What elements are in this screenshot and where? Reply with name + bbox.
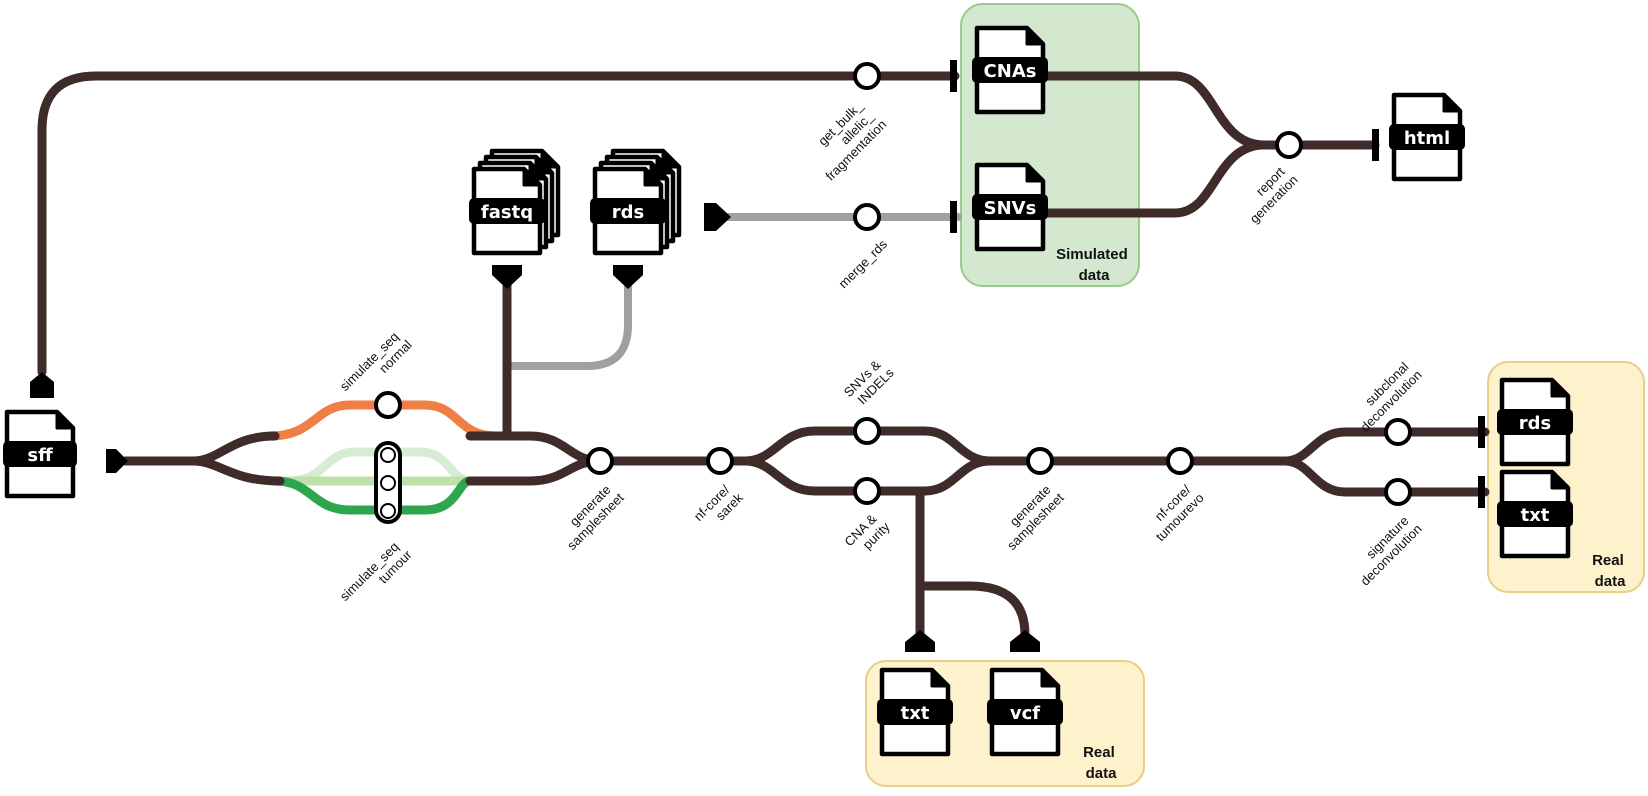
marker-fastq-down bbox=[492, 265, 522, 289]
node-generate-samplesheet-1 bbox=[586, 447, 614, 475]
label-generate-samplesheet-1: generate samplesheet bbox=[553, 479, 627, 553]
file-vcf-real-bottom: vcf bbox=[987, 670, 1063, 754]
node-signature bbox=[1384, 478, 1412, 506]
real-right-box-label: Real data bbox=[1592, 552, 1628, 590]
label-get-bulk: get_bulk_ allelic_ fragmentation bbox=[801, 96, 889, 184]
node-merge-rds bbox=[853, 203, 881, 231]
file-txt-real-bottom-label: txt bbox=[901, 703, 930, 724]
file-sff-label: sff bbox=[27, 445, 53, 466]
label-merge-rds: merge_rds bbox=[836, 236, 891, 291]
file-vcf-real-bottom-label: vcf bbox=[1010, 703, 1040, 724]
file-txt-real-bottom: txt bbox=[877, 670, 953, 754]
file-rds-real: rds bbox=[1497, 380, 1573, 464]
file-txt-real-right: txt bbox=[1497, 472, 1573, 556]
node-tumour-inner-2 bbox=[380, 475, 396, 491]
file-html-label: html bbox=[1404, 128, 1450, 149]
node-subclonal bbox=[1384, 418, 1412, 446]
node-snvs-indels bbox=[853, 417, 881, 445]
file-sff: sff bbox=[3, 412, 77, 496]
node-nfcore-tumourevo bbox=[1166, 447, 1194, 475]
label-simulate-normal: simulate_seq normal bbox=[337, 326, 415, 404]
marker-real-txt-up bbox=[905, 630, 935, 652]
label-simulate-tumour: simulate_seq tumour bbox=[337, 536, 415, 614]
file-rds-stack: rds bbox=[590, 151, 679, 253]
marker-rds-down bbox=[613, 265, 643, 289]
line-merge-top bbox=[465, 431, 605, 466]
marker-real-vcf-up bbox=[1010, 630, 1040, 652]
label-snvs-indels: SNVs & INDELs bbox=[841, 354, 897, 410]
node-tumour-inner-1 bbox=[380, 447, 396, 463]
node-nfcore-sarek bbox=[706, 447, 734, 475]
label-signature: signature deconvolution bbox=[1347, 511, 1425, 589]
line-sff-to-cnas bbox=[37, 71, 960, 377]
simulated-box-label: Simulated data bbox=[1056, 246, 1132, 284]
track-tumour-pale bbox=[285, 447, 475, 486]
bar-snvs bbox=[950, 201, 957, 233]
file-rds-real-label: rds bbox=[1519, 413, 1551, 434]
label-report: report generation bbox=[1236, 162, 1301, 227]
node-tumour-inner-3 bbox=[380, 503, 396, 519]
node-report bbox=[1275, 131, 1303, 159]
real-bottom-box-label: Real data bbox=[1083, 744, 1119, 782]
file-cnas-label: CNAs bbox=[984, 61, 1037, 82]
line-split-top bbox=[188, 431, 280, 466]
bar-cnas bbox=[950, 60, 957, 92]
line-split-bottom bbox=[188, 456, 285, 486]
label-cna-purity: CNA & purity bbox=[841, 508, 893, 560]
line-snvs-to-report bbox=[1040, 140, 1267, 218]
file-txt-real-right-label: txt bbox=[1521, 505, 1550, 526]
line-merge-bottom bbox=[465, 456, 605, 486]
label-nfcore-sarek: nf-core/ sarek bbox=[691, 479, 746, 534]
line-cna-to-vcf bbox=[915, 581, 1030, 645]
grey-line-rds-down bbox=[504, 281, 632, 370]
marker-sff-up bbox=[30, 372, 54, 398]
file-fastq-stack: fastq bbox=[469, 151, 558, 253]
line-tumourevo-split-bottom bbox=[1280, 456, 1490, 497]
marker-sff-right bbox=[106, 449, 128, 473]
file-rds-stack-label: rds bbox=[612, 202, 644, 223]
file-snvs-label: SNVs bbox=[984, 198, 1037, 219]
label-subclonal: subclonal deconvolution bbox=[1347, 357, 1425, 435]
bar-html bbox=[1372, 129, 1379, 161]
file-cnas: CNAs bbox=[972, 28, 1048, 112]
line-cnas-to-report bbox=[1040, 71, 1267, 150]
file-fastq-label: fastq bbox=[481, 202, 533, 223]
node-cna-purity bbox=[853, 477, 881, 505]
node-simulate-normal bbox=[374, 391, 402, 419]
bar-rds-real bbox=[1478, 416, 1485, 448]
marker-merge-rds-right bbox=[704, 203, 731, 231]
file-html: html bbox=[1389, 95, 1465, 179]
node-get-bulk bbox=[853, 62, 881, 90]
label-generate-samplesheet-2: generate samplesheet bbox=[993, 479, 1067, 553]
label-nfcore-tumourevo: nf-core/ tumourevo bbox=[1142, 480, 1207, 545]
file-snvs: SNVs bbox=[972, 165, 1048, 249]
bar-txt-real bbox=[1478, 476, 1485, 508]
node-generate-samplesheet-2 bbox=[1026, 447, 1054, 475]
track-tumour-dark bbox=[270, 476, 475, 515]
